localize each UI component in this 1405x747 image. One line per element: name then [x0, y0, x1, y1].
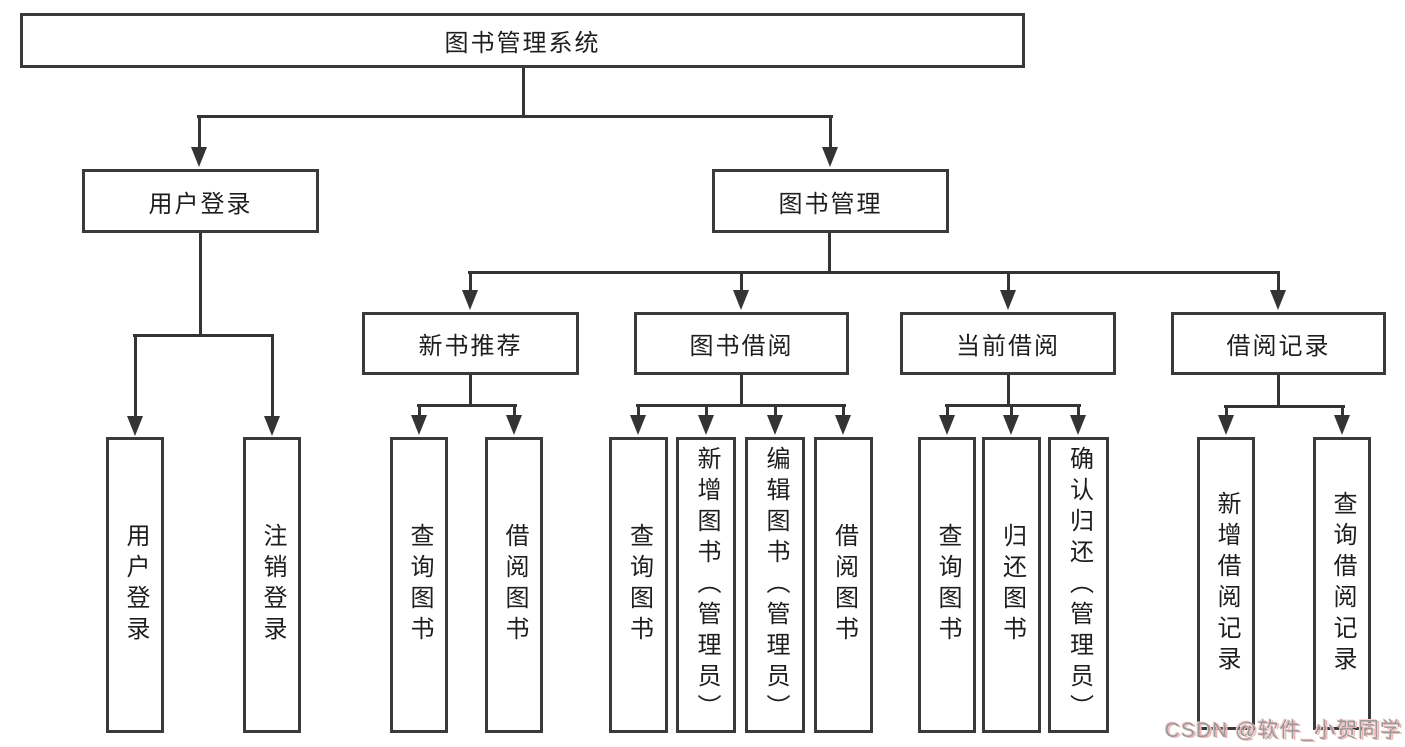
arrow-down-icon	[1270, 290, 1286, 310]
leaf-edit-book-admin: 编辑图书（管理员）	[745, 437, 805, 733]
connector-leaf-stem	[774, 406, 777, 417]
connector-borrow-branch	[636, 404, 846, 407]
arrow-down-icon	[1334, 415, 1350, 435]
leaf-add-borrow-record: 新增借阅记录	[1197, 437, 1255, 730]
leaf-user-login: 用户登录	[106, 437, 164, 733]
connector-new-books-down	[469, 375, 472, 406]
connector-root-stem	[522, 68, 525, 117]
arrow-down-icon	[630, 415, 646, 435]
connector-leaf-stem	[513, 406, 516, 417]
node-label: 新增图书（管理员）	[693, 445, 719, 725]
arrow-down-icon	[1218, 415, 1234, 435]
connector-root-branch	[197, 115, 833, 118]
connector-leaf-stem	[1010, 406, 1013, 417]
leaf-confirm-return-admin: 确认归还（管理员）	[1048, 437, 1109, 733]
connector-leaf-stem	[842, 406, 845, 417]
arrow-down-icon	[411, 415, 427, 435]
connector-new-books-branch	[417, 404, 517, 407]
node-label: 查询图书	[625, 523, 652, 647]
node-borrow-records: 借阅记录	[1171, 312, 1386, 375]
connector-l3-stem	[1007, 273, 1010, 292]
connector-current-down	[1007, 375, 1010, 406]
node-label: 图书管理系统	[444, 31, 601, 57]
csdn-watermark: CSDN @软件_小贺同学	[1164, 719, 1402, 742]
connector-book-mgmt-stem	[829, 117, 832, 150]
leaf-borrow-books-1: 借阅图书	[485, 437, 543, 733]
node-label: 图书借阅	[689, 334, 794, 360]
node-label: 确认归还（管理员）	[1065, 445, 1092, 725]
connector-leaf-stem	[418, 406, 421, 417]
connector-user-login-down	[199, 233, 202, 336]
arrow-down-icon	[835, 415, 851, 435]
node-label: 编辑图书（管理员）	[762, 445, 788, 725]
leaf-query-books-3: 查询图书	[918, 437, 976, 733]
connector-leaf-stem	[637, 406, 640, 417]
arrow-down-icon	[767, 415, 783, 435]
connector-l3-stem	[1277, 273, 1280, 292]
leaf-add-book-admin: 新增图书（管理员）	[676, 437, 736, 733]
node-label: 当前借阅	[956, 334, 1060, 360]
connector-records-branch	[1224, 405, 1345, 408]
connector-leaf-stem	[134, 336, 137, 418]
arrow-down-icon	[939, 415, 955, 435]
connector-leaf-stem	[1341, 407, 1344, 417]
connector-l3-stem	[469, 273, 472, 292]
arrow-down-icon	[191, 147, 207, 167]
node-label: 查询图书	[406, 523, 432, 647]
arrow-down-icon	[462, 290, 478, 310]
arrow-down-icon	[127, 416, 143, 436]
leaf-query-books-2: 查询图书	[609, 437, 668, 733]
arrow-down-icon	[1003, 415, 1019, 435]
connector-leaf-stem	[1225, 407, 1228, 417]
node-book-management: 图书管理	[712, 169, 949, 233]
connector-current-branch	[945, 404, 1081, 407]
arrow-down-icon	[264, 416, 280, 436]
connector-borrow-down	[740, 375, 743, 406]
connector-records-down	[1277, 375, 1280, 407]
node-label: 新书推荐	[418, 334, 523, 360]
connector-leaf-stem	[1077, 406, 1080, 417]
leaf-return-books: 归还图书	[982, 437, 1041, 733]
node-label: 查询图书	[934, 523, 960, 647]
arrow-down-icon	[506, 415, 522, 435]
node-label: 用户登录	[148, 191, 253, 218]
connector-leaf-stem	[271, 336, 274, 418]
node-label: 借阅图书	[830, 523, 857, 647]
node-label: 注销登录	[259, 523, 285, 647]
node-label: 借阅记录	[1226, 334, 1331, 360]
node-label: 归还图书	[998, 523, 1025, 647]
arrow-down-icon	[1070, 415, 1086, 435]
node-label: 新增借阅记录	[1213, 490, 1239, 677]
connector-leaf-stem	[946, 406, 949, 417]
connector-book-mgmt-branch	[468, 271, 1280, 274]
arrow-down-icon	[822, 147, 838, 167]
leaf-query-books-1: 查询图书	[390, 437, 448, 733]
node-label: 用户登录	[122, 523, 148, 647]
node-label: 查询借阅记录	[1329, 490, 1355, 677]
node-new-book-recommend: 新书推荐	[362, 312, 579, 375]
arrow-down-icon	[733, 290, 749, 310]
node-label: 图书管理	[778, 191, 883, 218]
connector-book-mgmt-down	[828, 233, 831, 273]
node-label: 借阅图书	[501, 523, 527, 647]
connector-user-login-branch	[133, 334, 274, 337]
node-book-borrow: 图书借阅	[634, 312, 849, 375]
node-root: 图书管理系统	[20, 13, 1025, 68]
leaf-query-borrow-record: 查询借阅记录	[1313, 437, 1371, 730]
connector-l3-stem	[740, 273, 743, 292]
arrow-down-icon	[1000, 290, 1016, 310]
connector-leaf-stem	[705, 406, 708, 417]
node-user-login: 用户登录	[82, 169, 319, 233]
node-current-borrow: 当前借阅	[900, 312, 1116, 375]
leaf-borrow-books-2: 借阅图书	[814, 437, 873, 733]
connector-user-login-stem	[198, 117, 201, 150]
leaf-logout: 注销登录	[243, 437, 301, 733]
arrow-down-icon	[698, 415, 714, 435]
